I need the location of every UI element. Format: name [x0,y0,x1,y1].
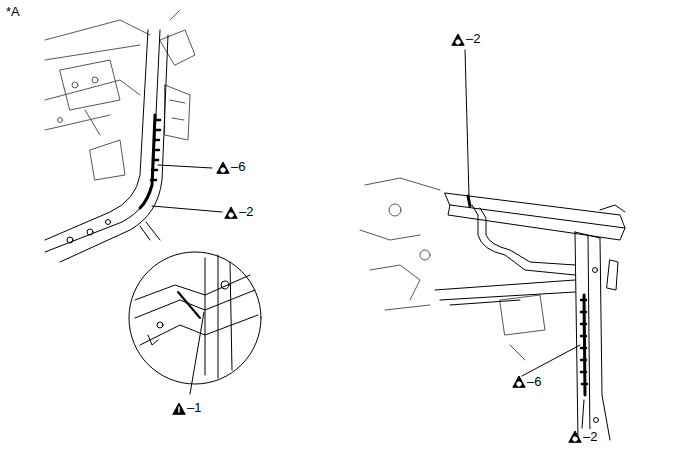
callout-number: –2 [238,204,254,219]
figure-letter: *A [5,4,21,19]
callout-number: –6 [526,374,542,389]
callout-number: –2 [582,429,598,444]
left-view [45,10,261,414]
callout-number: –1 [186,400,202,415]
callout-number: –6 [230,159,246,174]
right-view [360,34,625,442]
callout-number: –2 [465,31,481,46]
